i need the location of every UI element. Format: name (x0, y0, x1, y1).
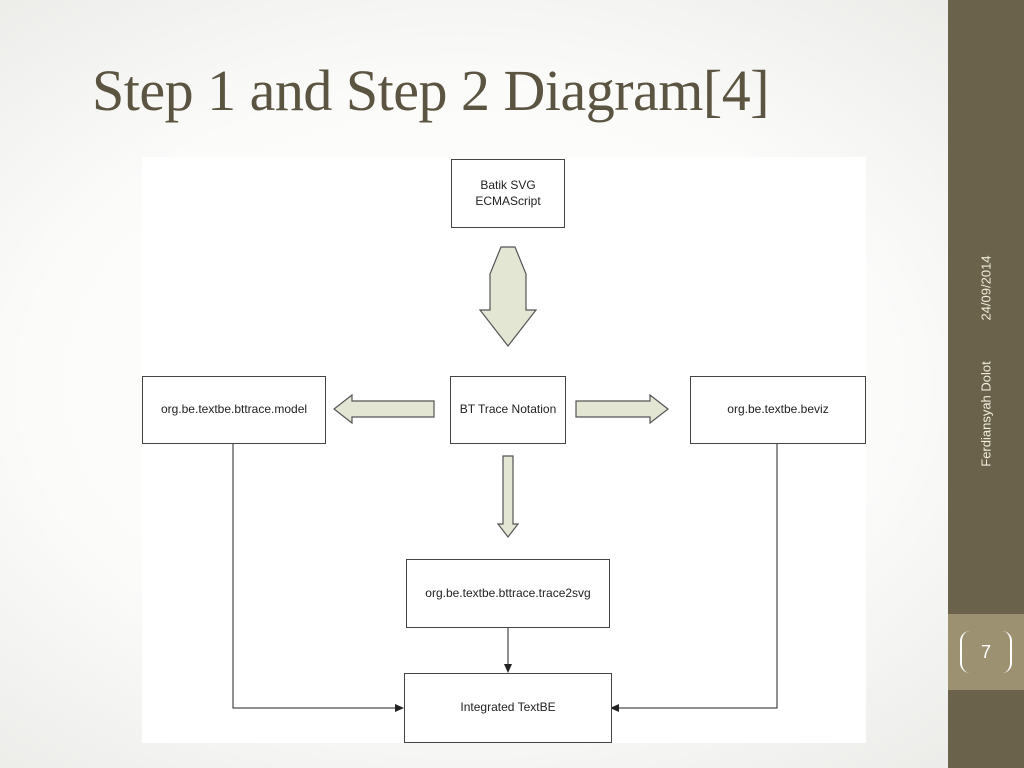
date-label: 24/09/2014 (978, 255, 994, 321)
author-label: Ferdiansyah Dolot (978, 361, 994, 467)
diagram-connectors (232, 246, 778, 712)
node-batik-svg: Batik SVG ECMAScript (451, 159, 565, 228)
slide-title: Step 1 and Step 2 Diagram[4] (92, 58, 770, 123)
node-integrated-textbe: Integrated TextBE (404, 673, 612, 743)
line-beviz-to-integrated (619, 444, 778, 709)
arrow-batik-to-bt-trace (478, 246, 538, 347)
arrow-bt-trace-to-trace2svg (496, 455, 520, 538)
page-number: 7 (960, 631, 1012, 673)
line-model-to-integrated (232, 444, 395, 709)
arrow-bt-trace-to-beviz (575, 393, 669, 425)
node-bttrace-model: org.be.textbe.bttrace.model (142, 376, 326, 444)
arrow-bt-trace-to-model (333, 393, 435, 425)
node-bt-trace-notation: BT Trace Notation (450, 376, 566, 444)
diagram-panel: Batik SVG ECMAScript BT Trace Notation o… (142, 157, 866, 743)
node-beviz: org.be.textbe.beviz (690, 376, 866, 444)
node-trace2svg: org.be.textbe.bttrace.trace2svg (406, 559, 610, 628)
arrowhead-beviz-to-integrated (610, 704, 619, 712)
arrowhead-model-to-integrated (395, 704, 404, 712)
arrowhead-trace2svg-to-integrated (504, 664, 512, 673)
